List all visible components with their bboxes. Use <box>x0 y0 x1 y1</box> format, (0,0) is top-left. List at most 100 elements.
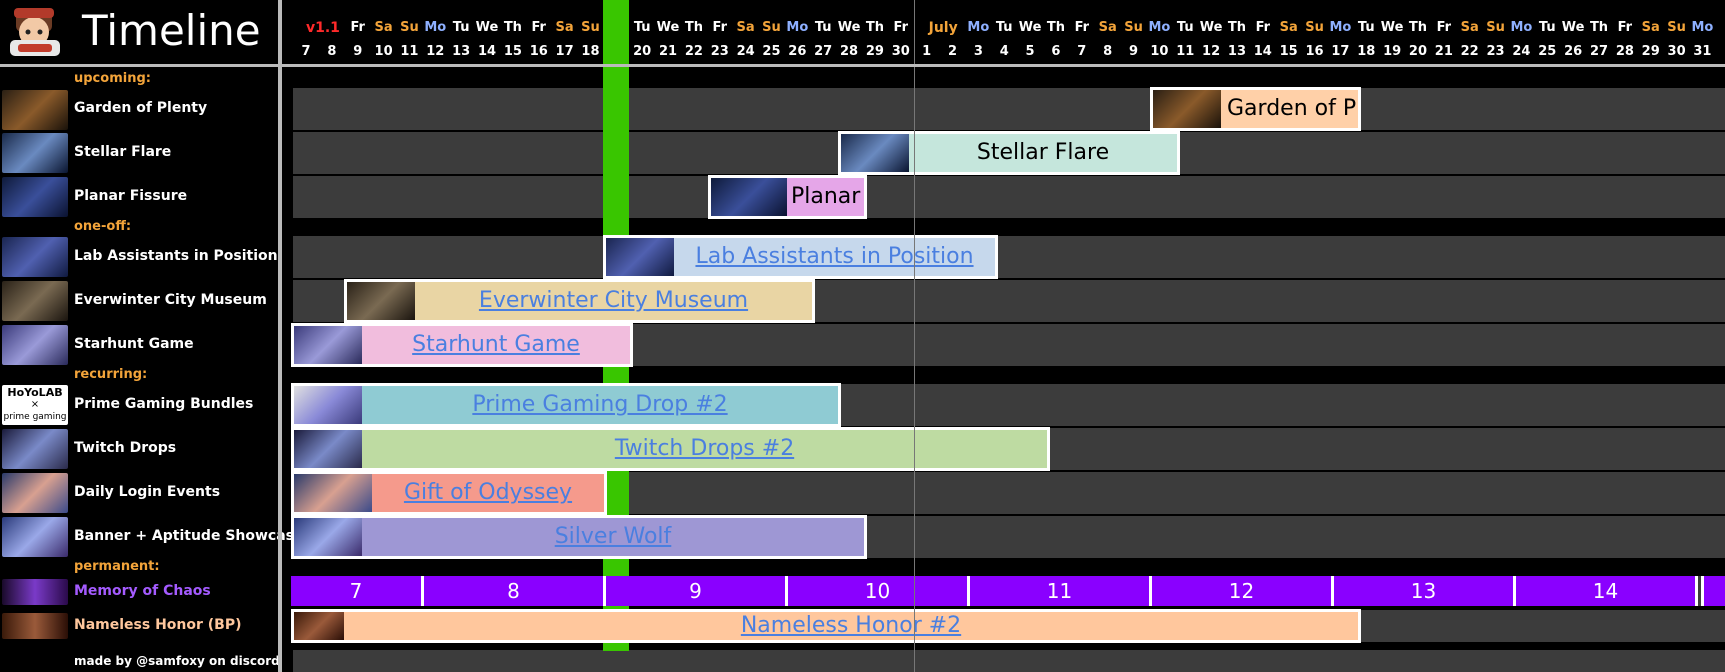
day-name: Fr <box>893 20 908 35</box>
day-number: 22 <box>1460 44 1479 59</box>
moc-cycle[interactable]: 10 <box>788 576 970 606</box>
event-link[interactable]: Twitch Drops #2 <box>614 436 795 461</box>
event-link[interactable]: Nameless Honor #2 <box>740 613 962 638</box>
moc-cycle[interactable]: 11 <box>970 576 1152 606</box>
day-name: Th <box>1227 20 1247 35</box>
everwinter-thumbnail <box>2 281 68 321</box>
event-link[interactable]: Prime Gaming Drop #2 <box>472 392 728 417</box>
moc-cycle[interactable]: 8 <box>424 576 606 606</box>
event-title: Garden of P <box>1227 96 1357 121</box>
event-link[interactable]: Silver Wolf <box>554 524 672 549</box>
day-number: 29 <box>865 44 884 59</box>
stellar-bar-thumbnail <box>841 134 909 172</box>
day-name: Tu <box>633 20 651 35</box>
moc-cycle[interactable]: 14 <box>1516 576 1698 606</box>
day-number: 5 <box>1025 44 1035 59</box>
day-name: Fr <box>712 20 727 35</box>
event-bar-lab[interactable]: Lab Assistants in Position <box>603 235 998 279</box>
day-name: Su <box>762 20 781 35</box>
section-oneoff: one-off: <box>74 219 132 234</box>
banner-thumbnail <box>2 517 68 557</box>
day-name: Sa <box>1641 20 1660 35</box>
track-footer <box>293 650 1725 672</box>
credit-text: made by @samfoxy on discord <box>74 654 280 668</box>
day-number: 14 <box>477 44 497 59</box>
moc-cycle[interactable]: 7 <box>291 576 424 606</box>
day-name: Su <box>400 20 419 35</box>
day-number: 28 <box>1615 44 1634 59</box>
day-name: Tu <box>452 20 470 35</box>
lab-bar-thumbnail <box>606 238 674 276</box>
nameless-thumbnail <box>2 613 68 639</box>
event-bar-everwinter[interactable]: Everwinter City Museum <box>344 279 815 323</box>
header-divider <box>0 64 1725 67</box>
day-number: 7 <box>1077 44 1087 59</box>
event-bar-garden[interactable]: Garden of P <box>1150 87 1361 131</box>
day-number: 16 <box>1305 44 1324 59</box>
event-link[interactable]: Starhunt Game <box>412 332 580 357</box>
day-number: 26 <box>788 44 807 59</box>
day-number: 7 <box>301 44 311 59</box>
day-name: Th <box>684 20 703 35</box>
moc-cycle[interactable]: 13 <box>1334 576 1516 606</box>
day-name: We <box>1018 20 1042 35</box>
day-name: Fr <box>1617 20 1633 35</box>
day-name: Mo <box>967 20 990 35</box>
month-boundary-line <box>913 0 915 672</box>
event-bar-prime[interactable]: Prime Gaming Drop #2 <box>291 383 841 427</box>
day-number: 18 <box>581 44 600 59</box>
row-label-nameless: Nameless Honor (BP) <box>74 617 242 633</box>
day-number: 21 <box>658 44 678 59</box>
garden-bar-thumbnail <box>1153 90 1221 128</box>
day-number: 18 <box>1357 44 1376 59</box>
row-label-twitch: Twitch Drops <box>74 440 177 456</box>
event-title: Planar <box>791 184 861 209</box>
day-number: 29 <box>1641 44 1660 59</box>
moc-cycle[interactable]: 9 <box>606 576 788 606</box>
day-name: Fr <box>1255 20 1271 35</box>
day-number: 23 <box>710 44 729 59</box>
event-link[interactable]: Gift of Odyssey <box>403 480 573 505</box>
day-name: Tu <box>814 20 832 35</box>
day-number: 12 <box>1202 44 1221 59</box>
daily-thumbnail <box>2 473 68 513</box>
row-label-daily: Daily Login Events <box>74 484 221 500</box>
event-bar-starhunt[interactable]: Starhunt Game <box>291 323 633 367</box>
twitch-bar-thumbnail <box>294 430 362 468</box>
prime-gaming-logo: HoYoLAB × prime gaming <box>2 385 68 425</box>
day-number: 23 <box>1486 44 1505 59</box>
day-name: Fr <box>1436 20 1452 35</box>
day-name: Tu <box>995 20 1013 35</box>
gift-bar-thumbnail <box>294 474 372 512</box>
day-name: Tu <box>1176 20 1194 35</box>
event-bar-twitch[interactable]: Twitch Drops #2 <box>291 427 1050 471</box>
day-name: Mo <box>1148 20 1171 35</box>
day-name: We <box>1380 20 1404 35</box>
event-bar-nameless[interactable]: Nameless Honor #2 <box>291 609 1361 643</box>
day-name: We <box>475 20 499 35</box>
day-number: 26 <box>1564 44 1583 59</box>
section-upcoming: upcoming: <box>74 71 151 86</box>
day-name: Sa <box>736 20 755 35</box>
section-permanent: permanent: <box>74 559 160 574</box>
moc-cycle[interactable]: 12 <box>1152 576 1334 606</box>
prime-x-text: × <box>30 399 40 410</box>
day-number: 31 <box>1693 44 1712 59</box>
row-label-planar: Planar Fissure <box>74 188 188 204</box>
day-number: 20 <box>1408 44 1428 59</box>
event-bar-planar[interactable]: Planar <box>708 175 867 219</box>
day-name: Fr <box>531 20 546 35</box>
day-name: Su <box>1124 20 1143 35</box>
event-link[interactable]: Everwinter City Museum <box>478 288 749 313</box>
version-label: v1.1 <box>306 20 340 36</box>
day-name: Mo <box>1691 20 1714 35</box>
day-name: Mo <box>1510 20 1533 35</box>
event-bar-silver[interactable]: Silver Wolf <box>291 515 867 559</box>
event-link[interactable]: Lab Assistants in Position <box>695 244 974 269</box>
event-bar-gift[interactable]: Gift of Odyssey <box>291 471 607 515</box>
moc-thumbnail <box>2 579 68 605</box>
day-name: Su <box>1305 20 1324 35</box>
event-bar-stellar[interactable]: Stellar Flare <box>838 131 1180 175</box>
moc-cycle-next <box>1701 576 1725 606</box>
day-number: 30 <box>1667 44 1686 59</box>
